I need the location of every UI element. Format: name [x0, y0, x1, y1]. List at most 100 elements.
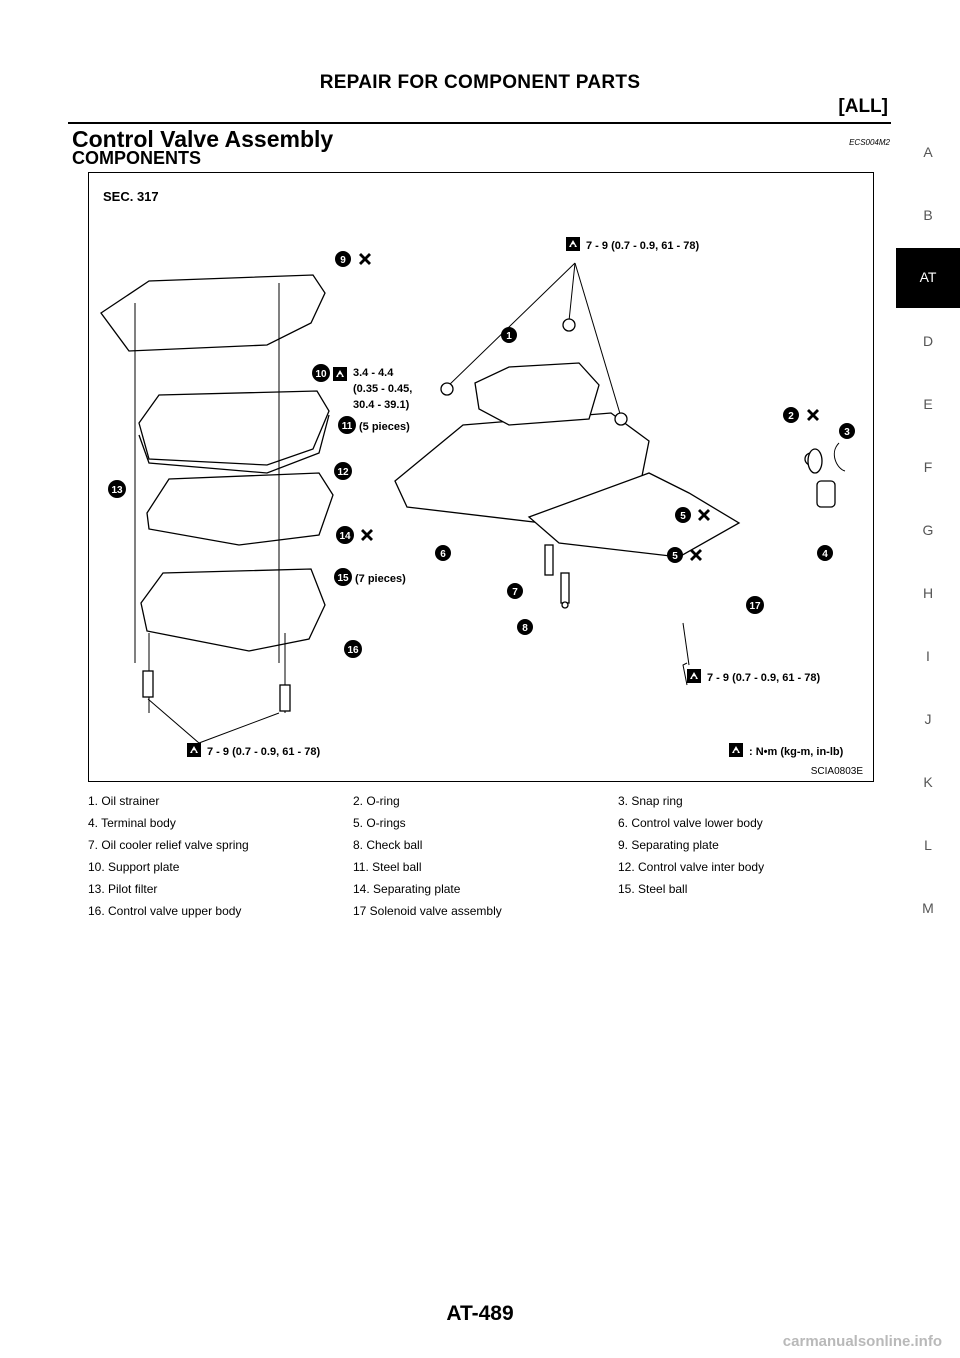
- svg-text:16: 16: [347, 645, 359, 656]
- page-header-title: REPAIR FOR COMPONENT PARTS: [319, 72, 641, 93]
- legend-item: 2. O-ring: [353, 794, 400, 808]
- svg-text:5: 5: [680, 511, 686, 522]
- side-index-k[interactable]: K: [923, 774, 933, 790]
- solenoid-valve-assembly-17: [527, 472, 741, 558]
- support-plate-10: [138, 390, 330, 466]
- figure-id: SCIA0803E: [810, 766, 863, 777]
- header-divider: [68, 122, 891, 124]
- upper-body-16: [140, 568, 326, 652]
- page-header-applicability: [ALL]: [838, 96, 888, 117]
- legend-row: 10. Support plate 11. Steel ball 12. Con…: [88, 856, 888, 878]
- site-watermark[interactable]: carmanualsonline.info: [782, 1333, 942, 1350]
- svg-text:5: 5: [672, 551, 678, 562]
- callout-5a: 5: [675, 507, 691, 523]
- svg-text:15: 15: [337, 573, 349, 584]
- side-index-g[interactable]: G: [922, 522, 934, 538]
- oil-strainer-1: [474, 362, 600, 426]
- legend-item: 11. Steel ball: [353, 860, 422, 874]
- svg-text:3: 3: [844, 427, 850, 438]
- callout-10: 10: [312, 364, 330, 382]
- callout-12: 12: [334, 462, 352, 480]
- legend-item: 1. Oil strainer: [88, 794, 160, 808]
- subsection-title: COMPONENTS: [72, 148, 202, 168]
- side-index-e[interactable]: E: [923, 396, 933, 412]
- callout-17: 17: [746, 596, 764, 614]
- callout-2: 2: [783, 407, 799, 423]
- torque-top-label: 7 - 9 (0.7 - 0.9, 61 - 78): [586, 240, 699, 252]
- legend-row: 1. Oil strainer 2. O-ring 3. Snap ring: [88, 790, 888, 812]
- torque-wrench-icon: [729, 743, 743, 757]
- snap-ring-3: [833, 442, 846, 472]
- svg-text:1: 1: [506, 331, 512, 342]
- legend-item: 14. Separating plate: [353, 882, 461, 896]
- torque-mid-line3: 30.4 - 39.1): [353, 399, 410, 411]
- side-index-h[interactable]: H: [922, 585, 934, 601]
- callout-11: 11: [338, 416, 356, 434]
- callout-3: 3: [839, 423, 855, 439]
- side-index: A B AT D E F G H I J K L M: [896, 132, 960, 951]
- legend-item: 7. Oil cooler relief valve spring: [88, 838, 249, 852]
- callout-4: 4: [817, 545, 833, 561]
- legend-item: 13. Pilot filter: [88, 882, 158, 896]
- check-ball-8: [561, 601, 569, 609]
- legend-row: 13. Pilot filter 14. Separating plate 15…: [88, 878, 888, 900]
- side-index-d[interactable]: D: [922, 333, 934, 349]
- separating-plate-14: [146, 472, 334, 546]
- legend-item: 12. Control valve inter body: [618, 860, 765, 874]
- torque-wrench-icon: [187, 743, 201, 757]
- side-index-at[interactable]: AT: [896, 248, 960, 308]
- separating-plate-9: [100, 274, 326, 352]
- steel-ball-5-pieces-label: (5 pieces): [359, 421, 410, 433]
- exploded-view-figure: SEC. 317 7 - 9 (0.7 - 0: [88, 172, 874, 782]
- legend-item: 5. O-rings: [353, 816, 406, 830]
- legend-item: 4. Terminal body: [88, 816, 176, 830]
- bolt-right: [279, 684, 291, 712]
- legend-item: 10. Support plate: [88, 860, 180, 874]
- torque-wrench-icon: [566, 237, 580, 251]
- legend-row: 4. Terminal body 5. O-rings 6. Control v…: [88, 812, 888, 834]
- page-number: AT-489: [446, 1302, 514, 1325]
- relief-valve-spring-7: [544, 544, 554, 576]
- exploded-view-drawing: SEC. 317 7 - 9 (0.7 - 0: [100, 189, 855, 758]
- legend-item: 8. Check ball: [353, 838, 423, 852]
- parts-legend: 1. Oil strainer 2. O-ring 3. Snap ring 4…: [88, 790, 888, 922]
- callout-8: 8: [517, 619, 533, 635]
- bolt-left: [142, 670, 154, 698]
- legend-item: 16. Control valve upper body: [88, 904, 242, 918]
- svg-text:17: 17: [749, 601, 761, 612]
- section-code: ECS004M2: [849, 138, 890, 147]
- section-title: Control Valve Assembly: [72, 126, 334, 152]
- side-index-i[interactable]: I: [926, 648, 930, 664]
- side-index-l[interactable]: L: [924, 837, 932, 853]
- side-index-a[interactable]: A: [923, 144, 933, 160]
- svg-text:7: 7: [512, 587, 518, 598]
- svg-text:13: 13: [111, 485, 123, 496]
- svg-text:6: 6: [440, 549, 446, 560]
- side-index-f[interactable]: F: [923, 459, 933, 475]
- section-number-label: SEC. 317: [103, 189, 159, 204]
- legend-item: 15. Steel ball: [618, 882, 688, 896]
- legend-item: 9. Separating plate: [618, 838, 719, 852]
- callout-6: 6: [435, 545, 451, 561]
- replace-part-icon: [690, 549, 702, 561]
- torque-bottom-label: 7 - 9 (0.7 - 0.9, 61 - 78): [207, 746, 320, 758]
- svg-text:8: 8: [522, 623, 528, 634]
- torque-right-label: 7 - 9 (0.7 - 0.9, 61 - 78): [707, 672, 820, 684]
- torque-wrench-icon: [687, 669, 701, 683]
- steel-ball-7-pieces-label: (7 pieces): [355, 573, 406, 585]
- torque-mid-line2: (0.35 - 0.45,: [353, 383, 412, 395]
- side-index-j[interactable]: J: [924, 711, 932, 727]
- legend-row: 16. Control valve upper body 17 Solenoid…: [88, 900, 888, 922]
- callout-1: 1: [501, 327, 517, 343]
- svg-text:2: 2: [788, 411, 794, 422]
- side-index-b[interactable]: B: [923, 207, 933, 223]
- replace-part-icon: [359, 253, 371, 265]
- replace-part-icon: [361, 529, 373, 541]
- callout-7: 7: [507, 583, 523, 599]
- svg-text:14: 14: [339, 531, 351, 542]
- legend-item: 6. Control valve lower body: [618, 816, 763, 830]
- legend-item: 3. Snap ring: [618, 794, 683, 808]
- svg-text:9: 9: [340, 255, 346, 266]
- callout-14: 14: [336, 526, 354, 544]
- side-index-m[interactable]: M: [922, 900, 934, 916]
